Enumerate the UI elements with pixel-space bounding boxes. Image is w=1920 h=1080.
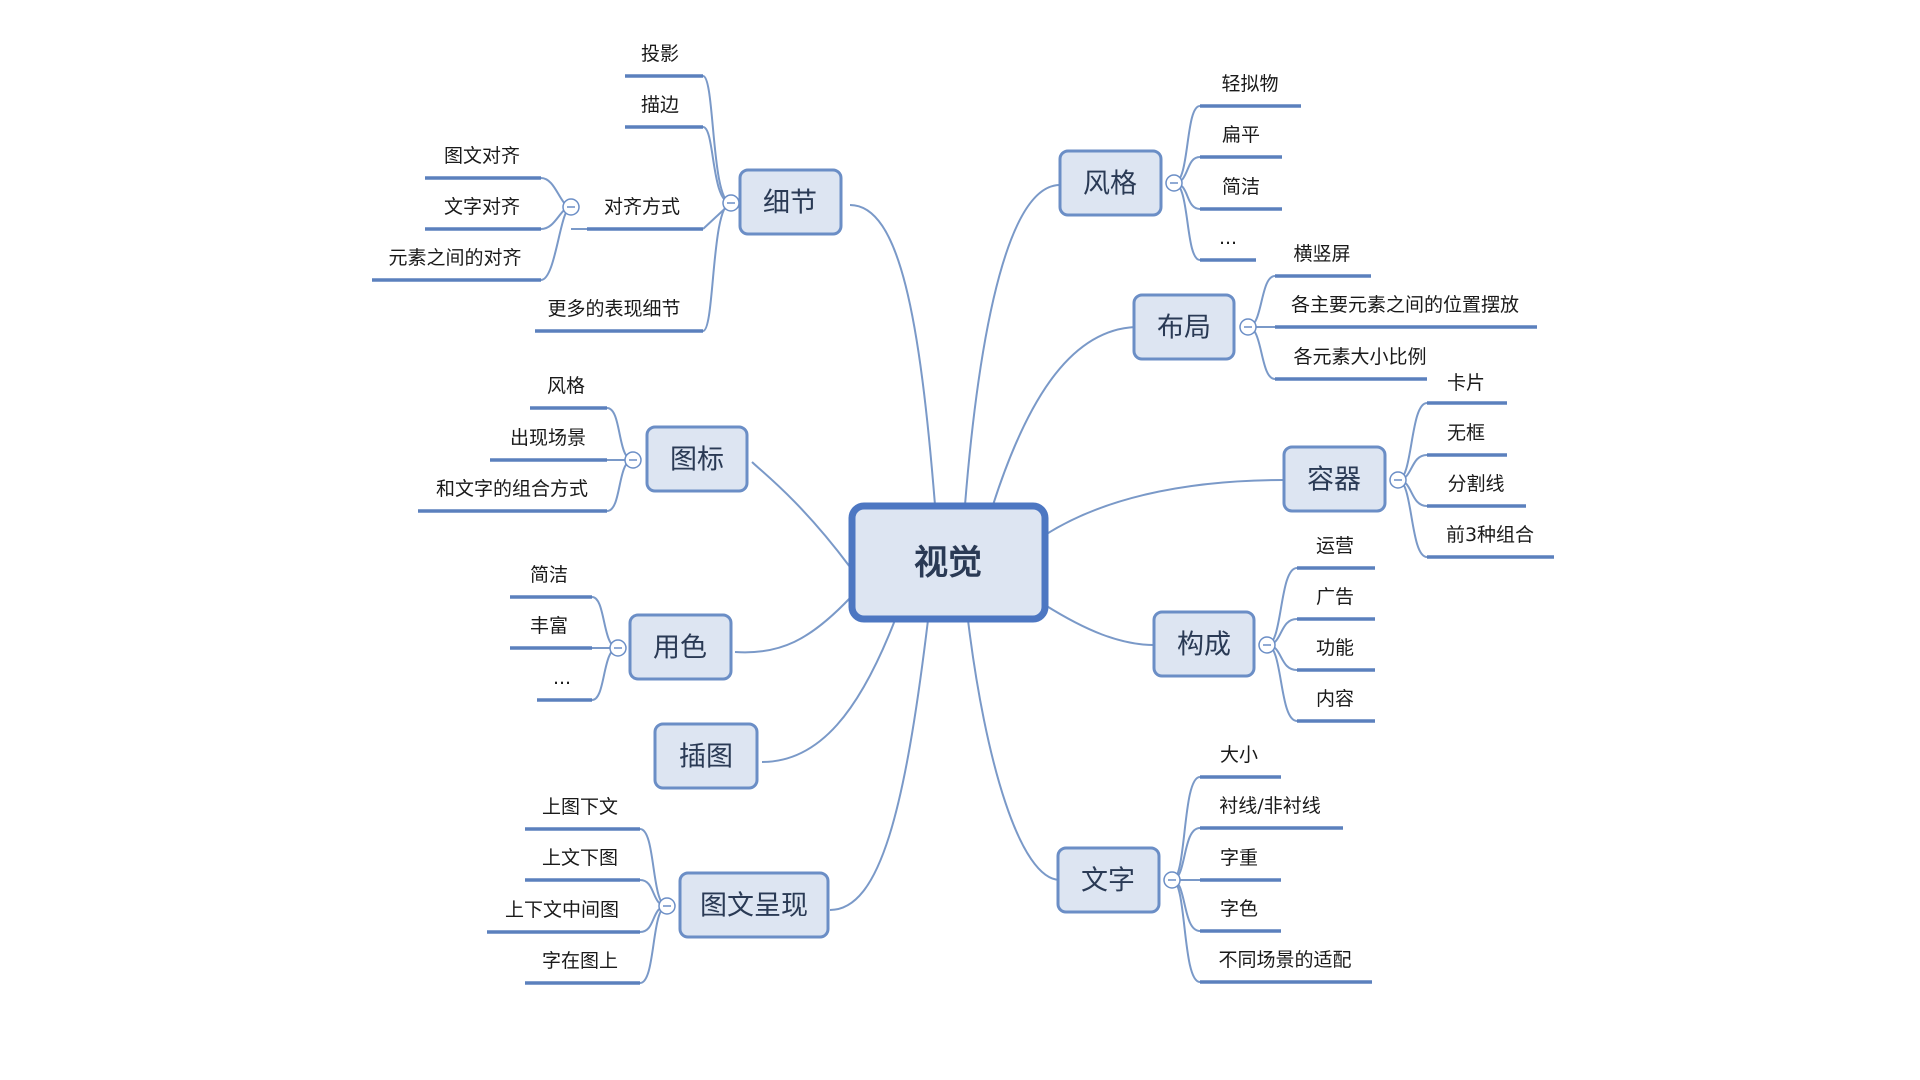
detail-label: 细节 <box>763 188 817 219</box>
detail-item-shadow: 投影 <box>641 43 679 65</box>
container-item-combo: 前3种组合 <box>1446 524 1534 546</box>
composition-item-ops: 运营 <box>1316 535 1354 557</box>
text-item-weight: 字重 <box>1220 847 1258 869</box>
color-item-simple: 简洁 <box>530 564 568 586</box>
branch-text: 大小 衬线/非衬线 字重 字色 不同场景的适配 文字 <box>1056 744 1372 984</box>
collapse-container-icon[interactable] <box>1389 471 1407 489</box>
color-item-rich: 丰富 <box>530 615 568 637</box>
center-node[interactable] <box>848 502 1049 623</box>
composition-item-content: 内容 <box>1316 688 1354 710</box>
center-label: 视觉 <box>914 543 982 583</box>
collapse-text-icon[interactable] <box>1163 871 1181 889</box>
branch-icon: 风格 出现场景 和文字的组合方式 图标 <box>418 375 749 513</box>
collapse-align-icon[interactable] <box>562 198 580 216</box>
detail-item-align: 对齐方式 <box>604 196 680 218</box>
detail-item-more: 更多的表现细节 <box>547 298 680 320</box>
layout-item-ratio: 各元素大小比例 <box>1293 346 1426 368</box>
illustration-label: 插图 <box>679 742 733 773</box>
align-item-elements: 元素之间的对齐 <box>388 247 521 269</box>
collapse-color-icon[interactable] <box>609 639 627 657</box>
branch-imagetext: 上图下文 上文下图 上下文中间图 字在图上 图文呈现 <box>487 796 830 985</box>
imagetext-item-1: 上图下文 <box>542 796 618 818</box>
collapse-detail-icon[interactable] <box>722 194 740 212</box>
composition-node[interactable] <box>1152 610 1256 678</box>
icon-item-style: 风格 <box>547 375 585 397</box>
align-item-text: 文字对齐 <box>444 196 520 218</box>
branch-color: 简洁 丰富 ... 用色 <box>510 564 733 702</box>
container-label: 容器 <box>1307 465 1361 496</box>
collapse-composition-icon[interactable] <box>1258 636 1276 654</box>
align-item-image-text: 图文对齐 <box>444 145 520 167</box>
branch-composition: 运营 广告 功能 内容 构成 <box>1152 535 1375 723</box>
layout-label: 布局 <box>1157 313 1211 344</box>
branch-style: 轻拟物 扁平 简洁 ... 风格 <box>1058 73 1301 262</box>
center-connectors <box>734 184 1285 911</box>
collapse-style-icon[interactable] <box>1165 174 1183 192</box>
icon-item-scene: 出现场景 <box>510 427 586 449</box>
icon-label: 图标 <box>670 445 724 476</box>
style-label: 风格 <box>1083 169 1137 200</box>
collapse-imagetext-icon[interactable] <box>658 897 676 915</box>
imagetext-item-2: 上文下图 <box>542 847 618 869</box>
style-item-skeu: 轻拟物 <box>1221 73 1278 95</box>
center-node-group: 视觉 <box>848 502 1049 623</box>
text-item-adapt: 不同场景的适配 <box>1218 949 1351 971</box>
text-item-size: 大小 <box>1220 744 1258 766</box>
icon-node[interactable] <box>645 425 749 493</box>
branch-illustration: 插图 <box>653 722 759 790</box>
imagetext-item-4: 字在图上 <box>542 950 618 972</box>
container-node[interactable] <box>1282 445 1387 513</box>
icon-item-combo: 和文字的组合方式 <box>436 478 588 500</box>
collapse-layout-icon[interactable] <box>1239 318 1257 336</box>
branch-layout: 横竖屏 各主要元素之间的位置摆放 各元素大小比例 布局 <box>1132 243 1537 381</box>
imagetext-item-3: 上下文中间图 <box>505 899 619 921</box>
text-item-color: 字色 <box>1220 898 1258 920</box>
color-item-more: ... <box>553 667 571 689</box>
text-node[interactable] <box>1056 846 1161 914</box>
branch-detail: 投影 描边 对齐方式 更多的表现细节 图文对齐 文字对齐 元素之间的对齐 细节 <box>372 43 843 333</box>
style-node[interactable] <box>1058 149 1163 217</box>
composition-item-feature: 功能 <box>1316 637 1354 659</box>
container-item-frameless: 无框 <box>1447 422 1485 444</box>
text-label: 文字 <box>1081 866 1135 897</box>
layout-item-position: 各主要元素之间的位置摆放 <box>1291 294 1519 316</box>
container-item-divider: 分割线 <box>1447 473 1504 495</box>
imagetext-node[interactable] <box>678 871 830 939</box>
composition-label: 构成 <box>1177 630 1231 661</box>
color-label: 用色 <box>653 633 707 664</box>
color-node[interactable] <box>628 613 733 681</box>
text-item-serif: 衬线/非衬线 <box>1219 795 1320 817</box>
style-item-more: ... <box>1219 227 1237 249</box>
composition-item-ads: 广告 <box>1316 586 1354 608</box>
collapse-icon-icon[interactable] <box>624 451 642 469</box>
branch-container: 卡片 无框 分割线 前3种组合 容器 <box>1282 372 1554 559</box>
style-item-flat: 扁平 <box>1222 124 1260 146</box>
layout-node[interactable] <box>1132 293 1236 361</box>
container-item-card: 卡片 <box>1447 372 1485 394</box>
detail-node[interactable] <box>738 168 843 236</box>
detail-item-stroke: 描边 <box>641 94 679 116</box>
imagetext-label: 图文呈现 <box>700 891 808 922</box>
illustration-node[interactable] <box>653 722 759 790</box>
layout-item-orientation: 横竖屏 <box>1293 243 1350 265</box>
style-item-simple: 简洁 <box>1222 176 1260 198</box>
